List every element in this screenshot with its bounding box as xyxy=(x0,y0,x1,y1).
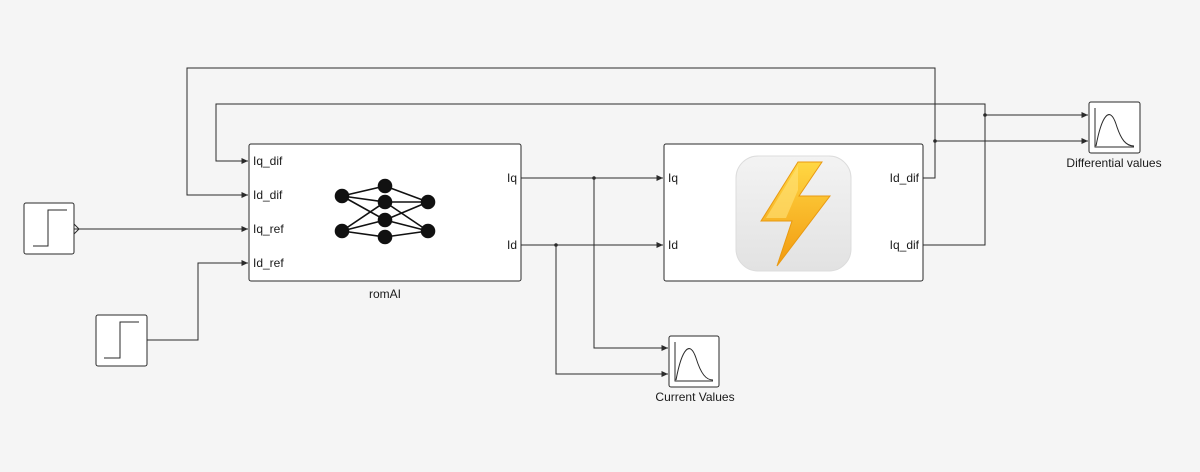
lightning-bolt-icon xyxy=(735,155,852,272)
step-function-icon xyxy=(104,321,139,359)
output-port-label: Iq xyxy=(507,171,517,185)
step-block-1[interactable] xyxy=(23,202,80,255)
block-caption-current-values: Current Values xyxy=(655,390,734,404)
scope-waveform-icon xyxy=(1094,108,1135,148)
romai-block[interactable]: Iq_dif Id_dif Iq_ref Id_ref Iq Id xyxy=(248,143,522,301)
junction-dot xyxy=(983,113,987,117)
input-port-label: Id xyxy=(668,238,678,252)
scope-current-values[interactable]: Current Values xyxy=(655,335,735,404)
block-caption-romai: romAI xyxy=(369,287,401,301)
step-block-2[interactable] xyxy=(95,314,148,367)
output-port-label: Id xyxy=(507,238,517,252)
output-port-label: Id_dif xyxy=(890,171,920,185)
junction-dot xyxy=(592,176,596,180)
input-port-label: Iq_ref xyxy=(253,222,284,236)
junction-dot xyxy=(554,243,558,247)
input-port-label: Iq_dif xyxy=(253,154,283,168)
step-function-icon xyxy=(33,209,67,247)
neural-network-icon xyxy=(334,178,436,245)
block-caption-differential-values: Differential values xyxy=(1066,156,1161,170)
wire-plant-iq-dif-feedback[interactable] xyxy=(215,103,986,246)
scope-waveform-icon xyxy=(674,342,714,382)
wire-plant-id-dif-feedback[interactable] xyxy=(186,67,936,199)
wire-id-branch-to-current-scope[interactable] xyxy=(555,245,668,378)
input-port-label: Id_ref xyxy=(253,256,284,270)
junction-dot xyxy=(933,139,937,143)
signal-wires xyxy=(74,67,1088,378)
wire-iq-branch-to-current-scope[interactable] xyxy=(593,178,668,352)
plant-block[interactable]: Iq Id Id_dif Iq_dif xyxy=(663,143,924,282)
wire-step2-to-id-ref[interactable] xyxy=(147,259,248,341)
input-port-label: Id_dif xyxy=(253,188,283,202)
scope-differential-values[interactable]: Differential values xyxy=(1066,101,1162,170)
output-port-label: Iq_dif xyxy=(890,238,920,252)
input-port-label: Iq xyxy=(668,171,678,185)
